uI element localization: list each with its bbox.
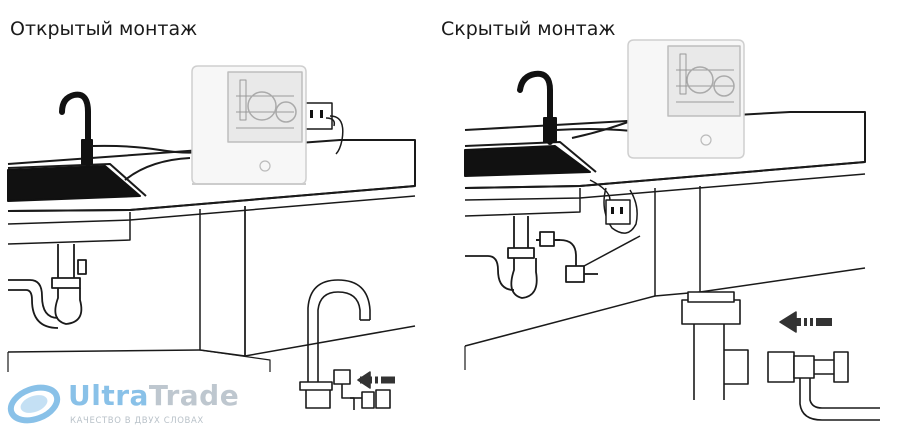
drain-right xyxy=(465,216,641,299)
hidden-install-scene xyxy=(464,39,880,421)
sink-left xyxy=(7,163,147,245)
wall-socket-left xyxy=(303,102,344,155)
watermark-word-trade: Trade xyxy=(148,379,240,412)
watermark-wordmark: UltraTrade xyxy=(68,379,239,412)
sink-right xyxy=(464,141,597,217)
faucet-right xyxy=(517,70,557,145)
wall-socket-right xyxy=(603,187,638,234)
dishwasher-left xyxy=(191,65,307,185)
hidden-install-title: Скрытый монтаж xyxy=(441,18,616,40)
dishwasher-right xyxy=(627,39,745,159)
drain-left xyxy=(8,244,87,329)
watermark-word-ultra: Ultra xyxy=(68,379,149,412)
ultratrade-watermark: UltraTrade КАЧЕСТВО В ДВУХ СЛОВАХ xyxy=(6,374,266,434)
open-install-title: Открытый монтаж xyxy=(10,18,198,40)
watermark-slogan: КАЧЕСТВО В ДВУХ СЛОВАХ xyxy=(70,416,204,426)
countertop-left xyxy=(7,139,416,372)
hidden-adapter-detail xyxy=(681,291,880,421)
open-install-scene xyxy=(7,65,416,410)
faucet-left xyxy=(59,91,93,167)
open-adapter-detail xyxy=(299,279,395,410)
ultratrade-logo-mark-icon xyxy=(7,384,61,424)
